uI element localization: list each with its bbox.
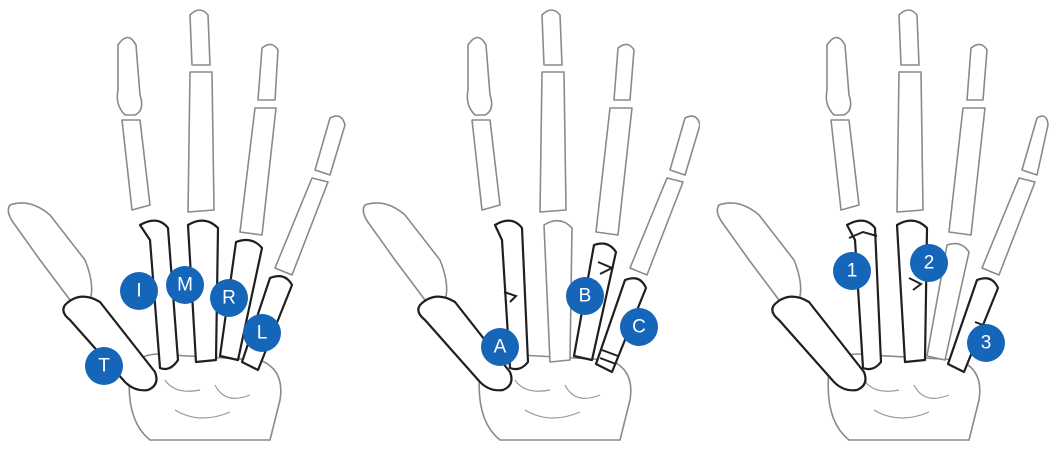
- marker-I: I: [120, 272, 158, 310]
- hand-panel-1: T I M R L: [0, 0, 350, 452]
- marker-L: L: [243, 314, 281, 352]
- marker-A: A: [481, 328, 519, 366]
- marker-C-label: C: [632, 317, 646, 338]
- marker-2-label: 2: [924, 253, 935, 274]
- marker-1-label: 1: [847, 261, 858, 282]
- marker-3: 3: [967, 324, 1005, 362]
- marker-T: T: [85, 347, 123, 385]
- marker-R: R: [210, 279, 248, 317]
- marker-M: M: [166, 266, 204, 304]
- marker-1: 1: [833, 252, 871, 290]
- hand-skeleton-1: [8, 10, 345, 440]
- marker-L-label: L: [257, 323, 268, 344]
- marker-3-label: 3: [981, 333, 992, 354]
- hand-skeleton-2: [363, 10, 700, 440]
- marker-R-label: R: [222, 288, 236, 309]
- hand-panel-3: 1 2 3: [699, 0, 1049, 452]
- hand-skeleton-3: [717, 10, 1048, 440]
- hand-panel-2: A B C: [350, 0, 700, 452]
- marker-M-label: M: [177, 275, 193, 296]
- marker-T-label: T: [98, 356, 110, 377]
- marker-C: C: [620, 308, 658, 346]
- marker-I-label: I: [136, 281, 141, 302]
- marker-A-label: A: [494, 337, 507, 358]
- marker-B-label: B: [579, 286, 592, 307]
- marker-B: B: [566, 277, 604, 315]
- marker-2: 2: [910, 244, 948, 282]
